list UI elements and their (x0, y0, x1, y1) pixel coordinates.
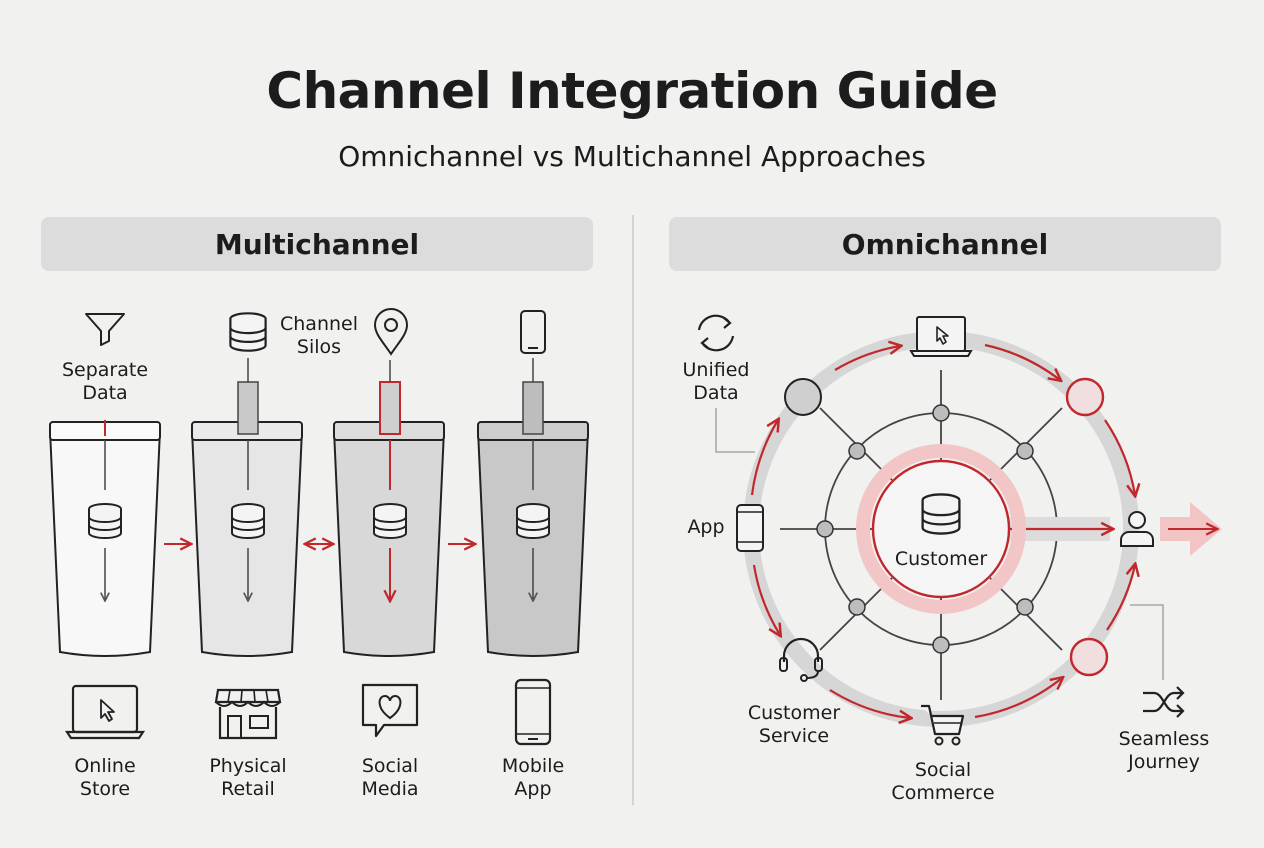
node-top-left (784, 378, 822, 416)
flow-arrows (750, 345, 1135, 718)
section-divider (632, 215, 634, 805)
laptop-cursor-icon (64, 684, 146, 740)
callout-separate-data: Separate Data (61, 359, 149, 404)
laptop-icon (909, 316, 973, 357)
location-pin-icon (373, 308, 409, 356)
channel-label-social-media: Social Media (361, 755, 419, 800)
multichannel-header: Multichannel (41, 217, 593, 271)
leader-unified-data (715, 408, 755, 453)
silo-online-store (48, 420, 162, 657)
hub-label-customer: Customer (894, 548, 988, 570)
page-subtitle: Omnichannel vs Multichannel Approaches (338, 140, 926, 173)
channel-label-mobile-app: Mobile App (501, 755, 565, 800)
channel-label-physical-retail: Physical Retail (209, 755, 287, 800)
customer-halo (856, 444, 1026, 614)
label-seamless-journey: Seamless Journey (1118, 728, 1210, 773)
silo-social-media (332, 360, 446, 657)
mobile-app-icon (514, 678, 552, 746)
omnichannel-header: Omnichannel (669, 217, 1221, 271)
page-title: Channel Integration Guide (266, 62, 998, 120)
node-bottom-right (1069, 637, 1109, 677)
omnichannel-heading: Omnichannel (841, 227, 1049, 261)
silo-mobile-app (476, 358, 590, 657)
label-app: App (687, 516, 725, 538)
app-phone-icon (736, 504, 764, 552)
sync-icon (697, 314, 735, 352)
database-icon (229, 312, 267, 352)
multichannel-heading: Multichannel (214, 227, 420, 261)
customer-database-icon (921, 493, 961, 535)
spoke-nodes (816, 404, 1034, 654)
headset-icon (779, 637, 823, 682)
storefront-icon (214, 688, 282, 740)
person-icon (1120, 511, 1154, 547)
callout-channel-silos: Channel Silos (279, 313, 359, 358)
funnel-icon (85, 313, 125, 346)
shopping-cart-icon (921, 704, 965, 746)
shuffle-icon (1143, 686, 1185, 718)
silo-physical-retail (190, 358, 304, 657)
label-social-commerce: Social Commerce (891, 759, 995, 804)
heart-chat-icon (361, 683, 419, 738)
channel-label-online-store: Online Store (74, 755, 136, 800)
node-top-right (1065, 377, 1105, 417)
leader-seamless-journey (1130, 604, 1164, 680)
label-customer-service: Customer Service (747, 702, 841, 747)
smartphone-icon (520, 310, 546, 354)
label-unified-data: Unified Data (682, 359, 750, 404)
